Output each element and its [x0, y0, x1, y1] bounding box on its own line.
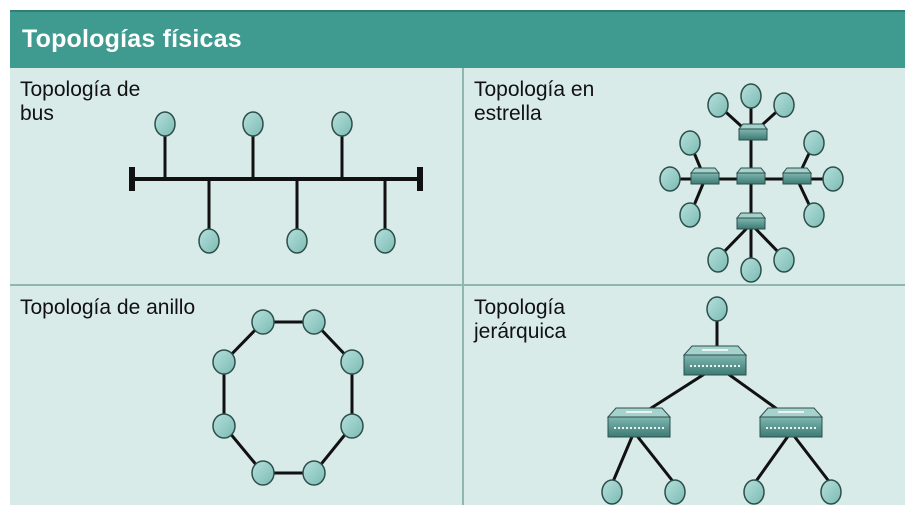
- figure-title: Topologías físicas: [22, 25, 242, 53]
- bus-topology-label: Topología de bus: [20, 78, 141, 125]
- star-nodes: [659, 83, 844, 283]
- ring-topology-label: Topología de anillo: [20, 296, 196, 319]
- bus-node-top-2: [242, 111, 264, 137]
- bus-node-bottom-2: [286, 228, 308, 254]
- star-topology-label: Topología en estrella: [474, 78, 595, 125]
- hierarchical-links: [610, 318, 833, 485]
- star-switch-center: [735, 167, 767, 185]
- star-topology-panel: Topología en estrella: [464, 68, 905, 284]
- physical-topologies-figure: Topologías físicas Topología de bus: [10, 10, 905, 505]
- bus-node-bottom-1: [198, 228, 220, 254]
- title-bar: Topologías físicas: [10, 10, 905, 68]
- star-switch-top: [737, 123, 769, 141]
- hierarchical-right-switch: [758, 407, 824, 438]
- star-topology-diagram: [659, 83, 844, 283]
- ring-topology-diagram: [212, 309, 364, 486]
- hierarchical-nodes: [601, 296, 842, 505]
- hierarchical-topology-panel: Topología jerárquica: [464, 286, 905, 505]
- topology-grid: Topología de bus: [10, 68, 905, 505]
- star-switch-right: [781, 167, 813, 185]
- hierarchical-left-switch: [606, 407, 672, 438]
- star-switch-left: [689, 167, 721, 185]
- bus-drop-lines: [163, 136, 387, 231]
- star-switch-bottom: [735, 212, 767, 230]
- hierarchical-topology-diagram: [601, 296, 842, 505]
- bus-node-top-3: [331, 111, 353, 137]
- bus-topology-diagram: [129, 111, 423, 254]
- bus-topology-panel: Topología de bus: [10, 68, 462, 284]
- ring-topology-panel: Topología de anillo: [10, 286, 462, 505]
- ring-nodes: [212, 309, 364, 486]
- star-switches: [689, 123, 813, 230]
- ring-loop-line: [222, 320, 354, 475]
- bus-node-bottom-3: [374, 228, 396, 254]
- hierarchical-root-switch: [682, 345, 748, 376]
- bus-node-top-1: [154, 111, 176, 137]
- hierarchical-topology-label: Topología jerárquica: [474, 296, 567, 343]
